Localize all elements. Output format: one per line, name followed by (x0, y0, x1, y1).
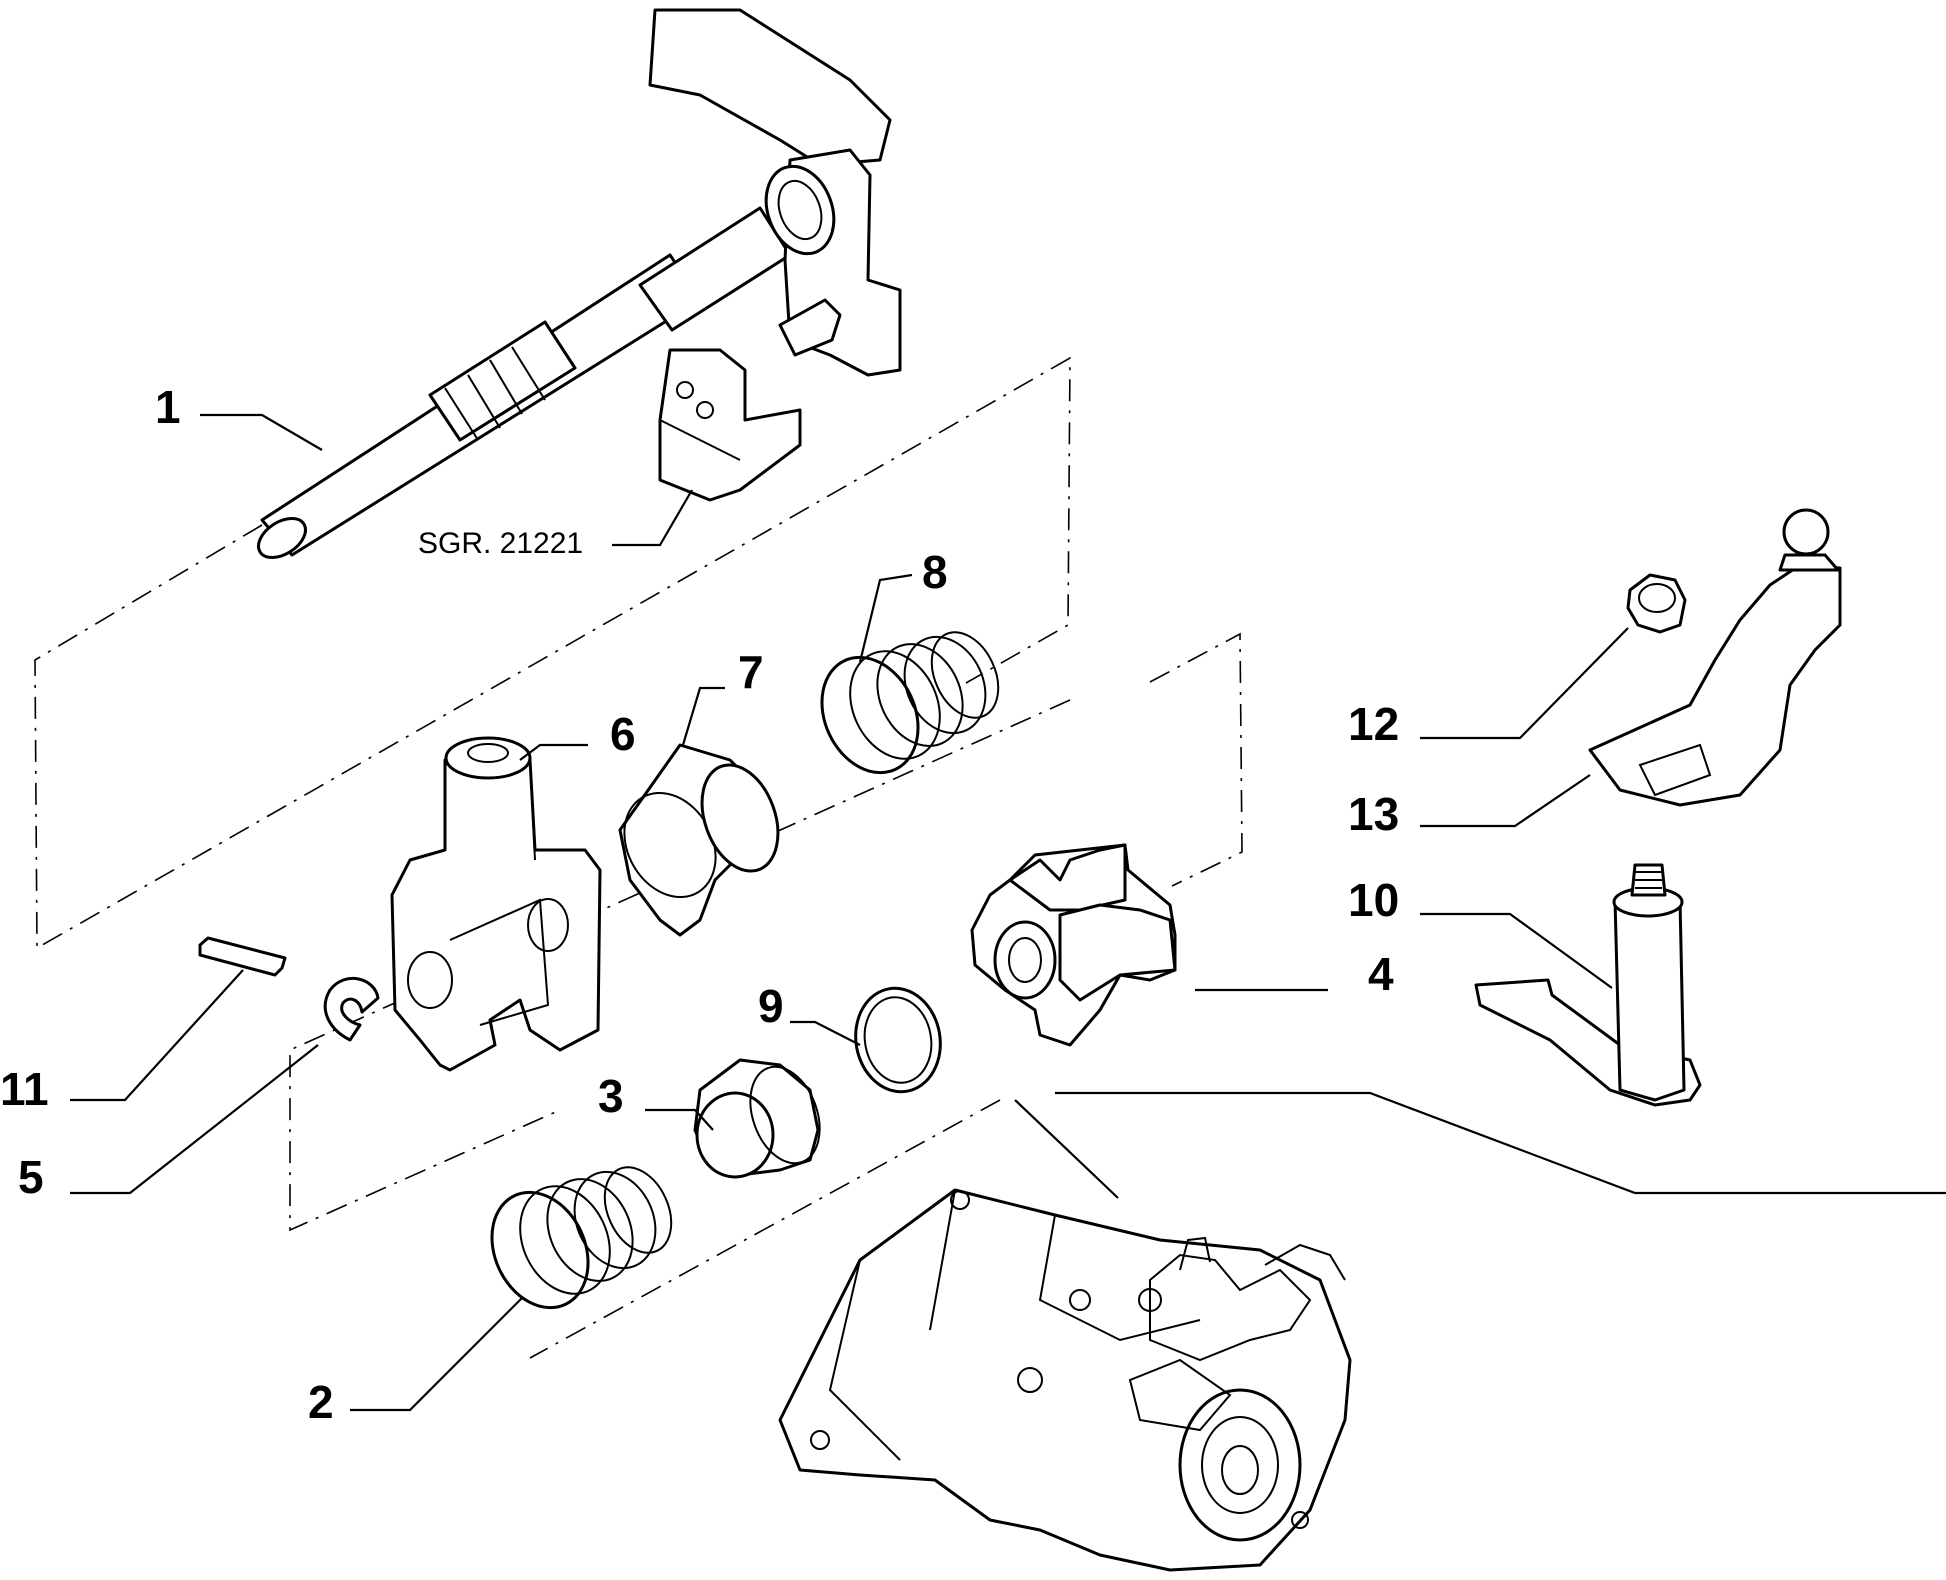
label-7: 7 (738, 646, 764, 698)
part-bush (693, 1058, 821, 1179)
part-spring-lower (490, 1166, 673, 1310)
label-6: 6 (610, 708, 636, 760)
part-selector-housing (970, 843, 1177, 1047)
label-3: 3 (598, 1070, 624, 1122)
part-labels: 1 2 3 4 5 6 7 8 9 10 11 12 13 SGR. 21221 (0, 381, 1399, 1428)
part-pin (198, 936, 287, 977)
part-ring (854, 986, 942, 1094)
label-8: 8 (922, 546, 948, 598)
label-13: 13 (1348, 788, 1399, 840)
part-nut (1626, 573, 1687, 634)
reference-label: SGR. 21221 (418, 527, 583, 560)
leader-lines (70, 413, 1946, 1412)
part-bracket-sgr (658, 348, 802, 502)
label-2: 2 (308, 1376, 334, 1428)
label-12: 12 (1348, 698, 1399, 750)
label-10: 10 (1348, 874, 1399, 926)
part-plate-shaft (1474, 863, 1702, 1107)
label-9: 9 (758, 980, 784, 1032)
dashed-group-upper (34, 356, 1071, 950)
label-5: 5 (18, 1151, 44, 1203)
label-4: 4 (1368, 948, 1394, 1000)
dashed-group-lower (289, 632, 1243, 1359)
part-yoke (390, 736, 602, 1072)
part-lever (1588, 508, 1842, 807)
part-spring-upper (820, 631, 1000, 775)
part-shift-shaft (257, 8, 902, 560)
label-1: 1 (155, 381, 181, 433)
part-flanged-bush (618, 743, 780, 937)
gearbox-illustration (778, 1188, 1352, 1572)
label-11: 11 (0, 1063, 49, 1115)
part-circlip (323, 977, 380, 1042)
